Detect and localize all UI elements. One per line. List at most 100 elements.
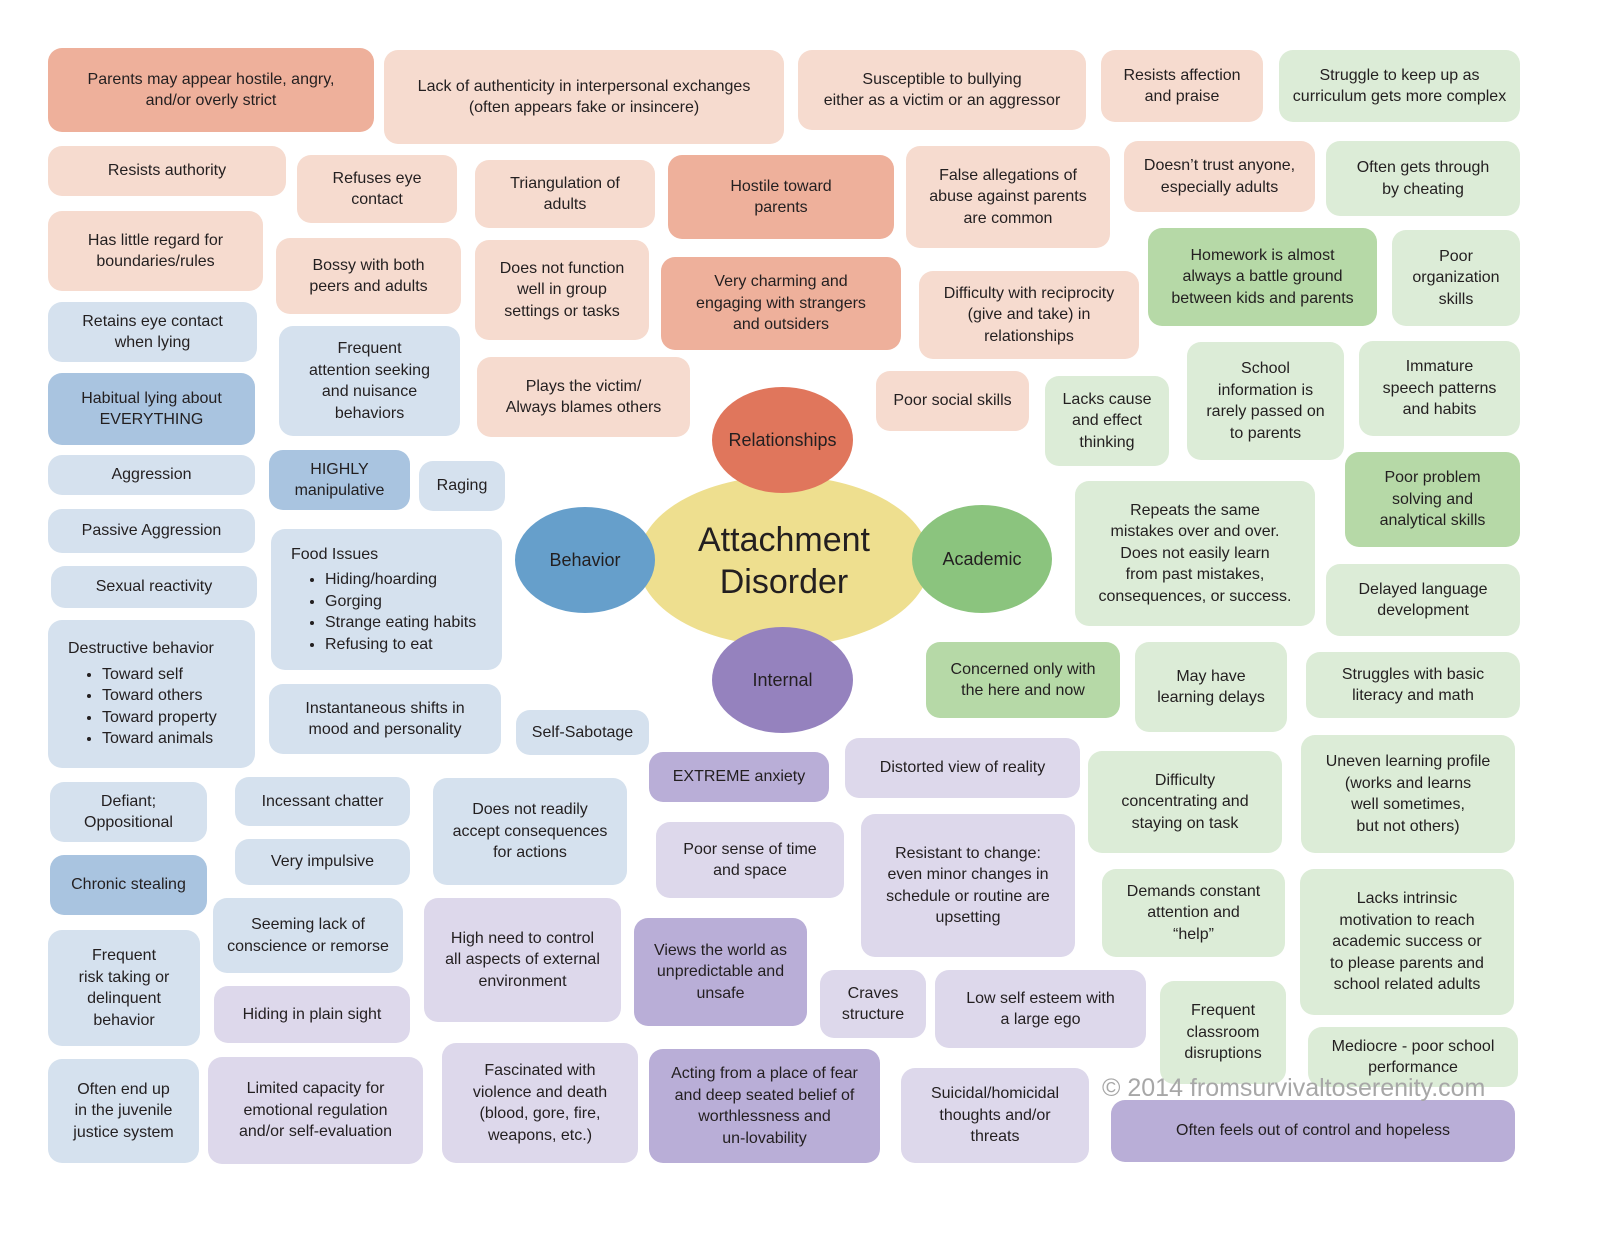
- category-internal: Internal: [712, 627, 853, 733]
- box-text-line: academic success or: [1332, 933, 1482, 951]
- box-text-line: Passive Aggression: [81, 522, 222, 540]
- box-text-line: Habitual lying about: [81, 389, 222, 407]
- symptom-box-behavior: Food IssuesHiding/hoardingGorgingStrange…: [271, 529, 502, 670]
- box-text-line: Lacks intrinsic: [1356, 890, 1458, 908]
- box-text-line: all aspects of external: [445, 951, 600, 969]
- box-text-line: contact: [351, 191, 403, 208]
- box-text-line: rarely passed on: [1206, 403, 1325, 420]
- box-text-line: Very impulsive: [270, 853, 375, 871]
- box-text-line: Poor: [1439, 247, 1473, 265]
- box-text-line: engaging with strangers: [696, 294, 866, 312]
- box-text-line: and praise: [1144, 88, 1220, 105]
- box-text-line: well sometimes,: [1351, 796, 1465, 813]
- box-text-line: Raging: [436, 477, 488, 495]
- box-text-line: Triangulation of: [510, 174, 620, 192]
- box-text-line: weapons, etc.): [487, 1126, 593, 1144]
- box-text-line: Defiant;: [100, 792, 157, 810]
- box-text-line: Incessant chatter: [261, 792, 384, 810]
- bullet-list: Toward selfToward othersToward propertyT…: [68, 664, 217, 750]
- bullet-item: Toward self: [102, 664, 217, 686]
- center-line-1: Attachment: [698, 521, 870, 559]
- symptom-box-internal: Limited capacity for emotional regulation…: [208, 1057, 423, 1164]
- box-text-line: thoughts and/or: [939, 1106, 1051, 1124]
- copyright-text: © 2014 fromsurvivaltoserenity.com: [1102, 1074, 1486, 1102]
- category-label: Behavior: [549, 549, 621, 570]
- box-text-line: conscience or remorse: [227, 937, 389, 955]
- box-text-line: structure: [841, 1006, 905, 1023]
- box-text-line: Fascinated with: [484, 1062, 596, 1079]
- box-text-line: staying on task: [1131, 814, 1239, 832]
- box-text-line: Concerned only with: [950, 660, 1096, 678]
- box-text-line: Refuses eye: [332, 169, 422, 187]
- box-text-line: especially adults: [1160, 178, 1279, 196]
- box-text-line: thinking: [1079, 433, 1135, 451]
- box-text-line: concentrating and: [1121, 793, 1249, 811]
- category-label: Relationships: [728, 429, 837, 450]
- symptom-box-relationships: Resists authority: [48, 146, 286, 196]
- symptom-box-relationships: Lack of authenticity in interpersonal ex…: [384, 50, 784, 144]
- box-text-line: relationships: [984, 327, 1074, 345]
- box-text-line: behavior: [93, 1011, 155, 1029]
- box-text-line: and/or overly strict: [145, 92, 277, 109]
- symptom-box-relationships: Poor social skills: [876, 371, 1029, 431]
- box-text-line: Struggle to keep up as: [1319, 66, 1480, 84]
- bullet-item: Hiding/hoarding: [325, 569, 476, 591]
- box-text-line: information is: [1217, 381, 1314, 399]
- box-text-line: HIGHLY: [310, 460, 369, 478]
- symptom-box-relationships: Refuses eye contact: [297, 155, 457, 223]
- box-text-line: are common: [963, 209, 1053, 227]
- box-text-line: Low self esteem with: [966, 989, 1115, 1007]
- box-text-line: Distorted view of reality: [879, 759, 1046, 777]
- box-text-line: Repeats the same: [1130, 501, 1260, 519]
- box-text-line: Immature: [1405, 358, 1474, 376]
- box-text-line: behaviors: [334, 404, 405, 422]
- box-text-line: Craves: [847, 984, 899, 1002]
- box-text-line: Poor social skills: [893, 392, 1012, 410]
- box-text-line: Does not easily learn: [1120, 544, 1270, 562]
- box-text-line: Frequent: [337, 340, 402, 357]
- box-text-line: Lacks cause: [1062, 390, 1152, 408]
- box-text-line: Parents may appear hostile, angry,: [87, 70, 335, 88]
- box-text-line: Seeming lack of: [251, 916, 365, 933]
- box-text-line: to parents: [1229, 424, 1302, 442]
- box-text-line: accept consequences: [452, 822, 608, 840]
- box-text-line: (give and take) in: [967, 306, 1091, 324]
- box-text-line: and space: [713, 862, 787, 879]
- box-text-line: Always blames others: [505, 399, 662, 416]
- box-text-line: environment: [478, 972, 567, 990]
- symptom-box-behavior: Passive Aggression: [48, 509, 255, 553]
- box-text-line: even minor changes in: [887, 866, 1049, 883]
- box-text-line: Hiding in plain sight: [242, 1005, 382, 1023]
- symptom-box-internal: Resistant to change:even minor changes i…: [861, 814, 1075, 957]
- box-text-line: Hostile toward: [730, 177, 832, 195]
- box-text-line: emotional regulation: [243, 1101, 388, 1119]
- symptom-box-relationships: Doesn’t trust anyone,especially adults: [1124, 141, 1315, 212]
- box-text-line: Often feels out of control and hopeless: [1176, 1122, 1450, 1140]
- box-text-line: solving and: [1392, 490, 1473, 508]
- box-text-line: schedule or routine are: [886, 887, 1050, 905]
- bullet-item: Refusing to eat: [325, 634, 476, 656]
- symptom-box-relationships: Plays the victim/Always blames others: [477, 357, 690, 437]
- box-text-line: EVERYTHING: [99, 411, 204, 428]
- box-text-line: Limited capacity for: [246, 1080, 385, 1098]
